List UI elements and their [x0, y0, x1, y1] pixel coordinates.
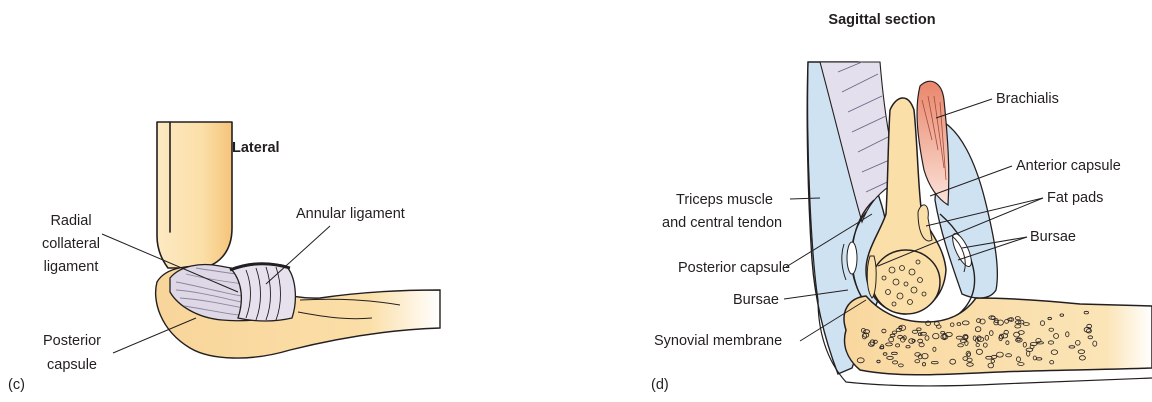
panel-c-lateral: Lateral Radial collateral ligament Annul… [8, 122, 440, 393]
svg-text:Radial: Radial [50, 213, 91, 229]
svg-text:capsule: capsule [47, 357, 97, 373]
fat-pad-posterior [867, 256, 876, 298]
label-synovial-membrane: Synovial membrane [654, 333, 782, 349]
sagittal-title: Sagittal section [828, 12, 935, 28]
label-anterior-capsule: Anterior capsule [1016, 158, 1121, 174]
label-posterior-capsule-sagittal: Posterior capsule [678, 260, 790, 276]
label-radial-collateral-ligament: Radial collateral ligament [42, 213, 100, 275]
annular-ligament [232, 264, 295, 321]
label-triceps: Triceps muscle and central tendon [662, 192, 782, 231]
label-fat-pads: Fat pads [1047, 190, 1103, 206]
panel-tag-d: (d) [651, 377, 669, 393]
label-annular-ligament: Annular ligament [296, 206, 405, 222]
svg-text:and central tendon: and central tendon [662, 215, 782, 231]
label-bursae-right: Bursae [1030, 229, 1076, 245]
label-posterior-capsule-lateral: Posterior capsule [43, 333, 101, 373]
svg-text:Posterior: Posterior [43, 333, 101, 349]
svg-text:Triceps muscle: Triceps muscle [676, 192, 773, 208]
brachialis-muscle [917, 81, 949, 205]
bursa-posterior [847, 242, 857, 274]
label-brachialis: Brachialis [996, 91, 1059, 107]
label-bursae-left: Bursae [733, 292, 779, 308]
lateral-title: Lateral [232, 140, 280, 156]
panel-d-sagittal: Sagittal section Brachialis Anterior cap… [651, 12, 1152, 393]
svg-text:ligament: ligament [44, 259, 99, 275]
humerus-lateral [157, 122, 232, 268]
panel-tag-c: (c) [8, 377, 25, 393]
svg-text:collateral: collateral [42, 236, 100, 252]
